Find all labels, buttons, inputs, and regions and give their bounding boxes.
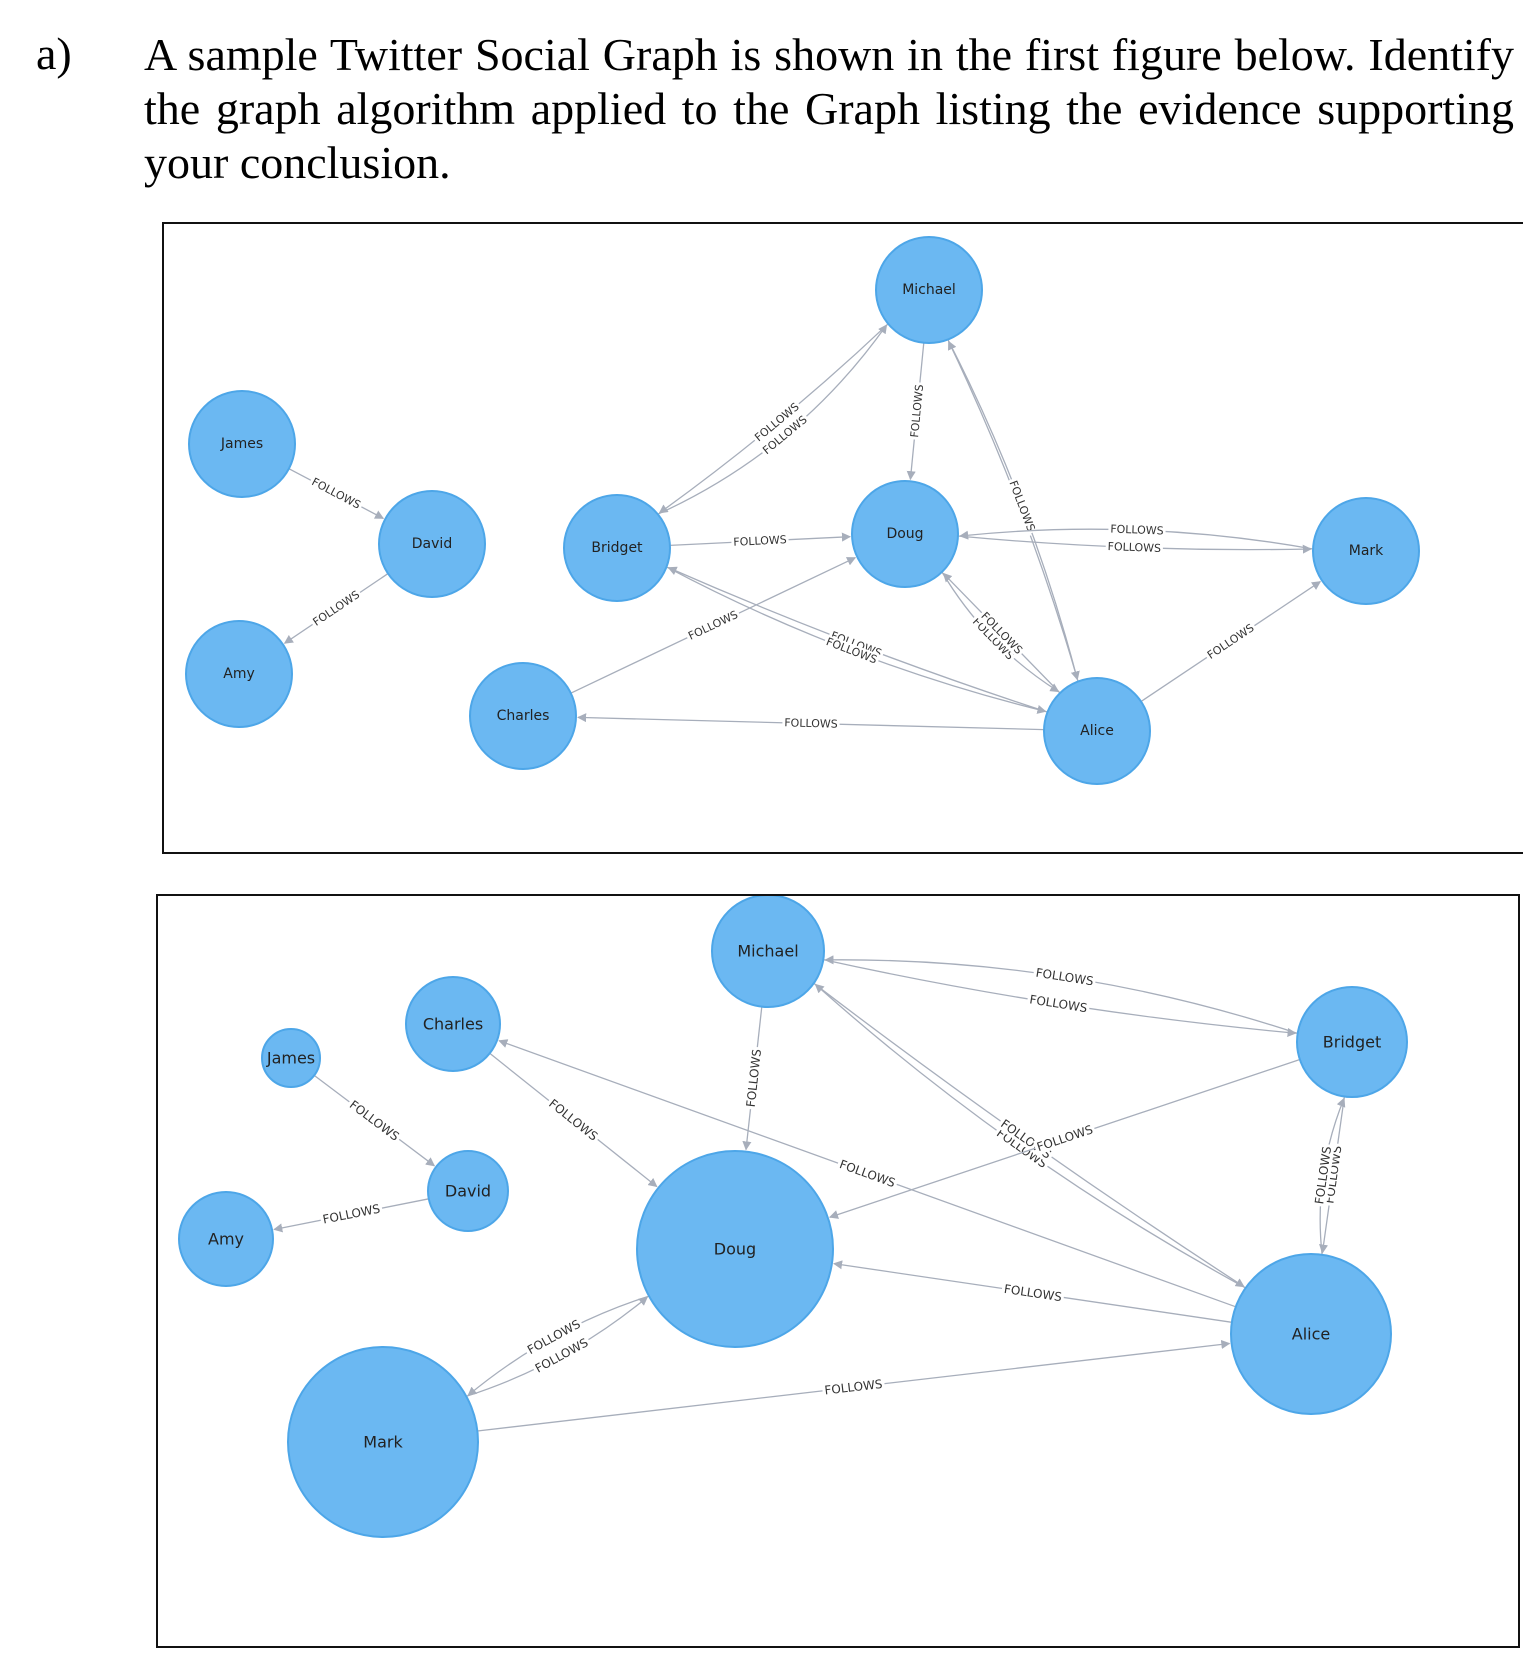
node-label-alice: Alice	[1292, 1325, 1330, 1344]
node-label-mark: Mark	[363, 1433, 403, 1452]
edge-label-follows: FOLLOWS	[1035, 966, 1095, 989]
figure-1-graph-canvas: FOLLOWS FOLLOWS FOLLOWS FOLLOWS FOLLOWS FOLLO…	[185, 236, 1420, 785]
edge-label-follows: FOLLOWS	[1205, 621, 1257, 662]
edge-mark-follows-doug	[466, 1296, 649, 1397]
figure-2-graph-canvas: FOLLOWS FOLLOWS FOLLOWS FOLLOWS FOLLOWS FOLLO…	[178, 896, 1408, 1538]
edge-label-follows: FOLLOWS	[744, 1048, 764, 1107]
node-label-charles: Charles	[423, 1015, 483, 1034]
edge-label-follows: FOLLOWS	[321, 1202, 381, 1227]
node-label-bridget: Bridget	[1323, 1033, 1381, 1052]
node-doug	[851, 480, 959, 588]
edge-label-follows: FOLLOWS	[1029, 992, 1089, 1015]
edge-label-follows: FOLLOWS	[733, 533, 787, 549]
edge-label-follows: FOLLOWS	[1110, 523, 1164, 538]
node-label-doug: Doug	[714, 1240, 756, 1259]
node-david	[378, 490, 486, 598]
question-text: A sample Twitter Social Graph is shown i…	[144, 29, 1514, 188]
edge-label-follows: FOLLOWS	[311, 588, 363, 629]
edge-doug-follows-mark	[467, 1295, 650, 1396]
node-amy	[185, 620, 293, 728]
node-label-charles: Charles	[497, 708, 550, 724]
node-james	[261, 1028, 321, 1088]
node-alice	[1043, 677, 1151, 785]
node-mark	[287, 1346, 479, 1538]
node-label-james: James	[220, 436, 263, 452]
node-label-amy: Amy	[208, 1230, 244, 1249]
node-label-doug: Doug	[886, 526, 923, 542]
node-label-bridget: Bridget	[591, 540, 643, 556]
node-label-james: James	[266, 1049, 315, 1068]
edge-label-follows: FOLLOWS	[1003, 1282, 1063, 1304]
node-label-amy: Amy	[223, 666, 255, 682]
figure-1-social-graph: FOLLOWS FOLLOWS FOLLOWS FOLLOWS FOLLOWS FOLLO…	[162, 222, 1523, 854]
node-charles	[405, 976, 501, 1072]
node-label-michael: Michael	[902, 282, 956, 298]
edge-label-follows: FOLLOWS	[784, 716, 838, 730]
question-label: a)	[36, 28, 72, 79]
node-michael	[875, 236, 983, 344]
node-amy	[178, 1191, 274, 1287]
node-label-alice: Alice	[1080, 723, 1114, 739]
edge-alice-follows-michael	[948, 340, 1079, 682]
node-bridget	[563, 494, 671, 602]
node-alice	[1230, 1253, 1392, 1415]
node-david	[427, 1150, 509, 1232]
node-bridget	[1296, 986, 1408, 1098]
edge-label-follows: FOLLOWS	[908, 384, 926, 438]
node-label-david: David	[445, 1182, 491, 1201]
edge-label-follows: FOLLOWS	[1107, 540, 1161, 555]
edge-label-follows: FOLLOWS	[546, 1096, 600, 1143]
node-michael	[711, 896, 825, 1008]
figure-2-social-graph: FOLLOWS FOLLOWS FOLLOWS FOLLOWS FOLLOWS FOLLO…	[156, 894, 1520, 1648]
edge-label-follows: FOLLOWS	[686, 608, 740, 643]
node-label-mark: Mark	[1349, 543, 1384, 559]
node-doug	[636, 1150, 834, 1348]
node-james	[188, 390, 296, 498]
edge-label-follows: FOLLOWS	[309, 475, 362, 511]
edge-label-follows: FOLLOWS	[347, 1098, 402, 1144]
node-label-david: David	[412, 536, 452, 552]
node-mark	[1312, 497, 1420, 605]
edge-label-follows: FOLLOWS	[1035, 1122, 1095, 1154]
node-label-michael: Michael	[737, 942, 798, 961]
edge-label-follows: FOLLOWS	[824, 1377, 883, 1398]
node-charles	[469, 662, 577, 770]
edge-michael-follows-alice	[947, 339, 1080, 681]
